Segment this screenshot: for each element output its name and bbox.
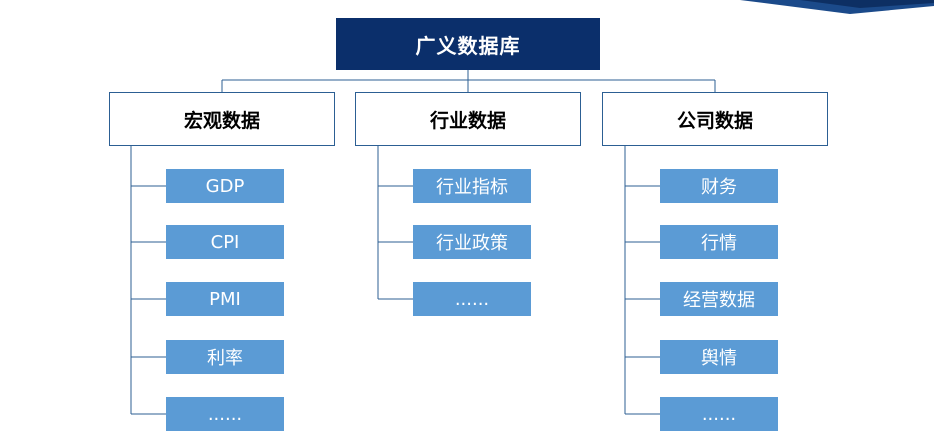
- category-company: 公司数据: [602, 92, 828, 146]
- category-industry: 行业数据: [355, 92, 581, 146]
- category-label: 行业数据: [429, 109, 506, 132]
- leaf-more-industry: ......: [413, 282, 531, 316]
- category-label: 宏观数据: [183, 109, 260, 132]
- leaf-pmi: PMI: [166, 282, 284, 316]
- leaf-industry-indicators: 行业指标: [413, 169, 531, 203]
- leaf-more-macro: ......: [166, 397, 284, 431]
- leaf-label: 行业政策: [436, 233, 508, 254]
- leaf-label: ......: [207, 403, 243, 425]
- leaf-more-company: ......: [660, 397, 778, 431]
- leaf-label: PMI: [209, 288, 241, 310]
- leaf-market-quotes: 行情: [660, 225, 778, 259]
- leaf-label: GDP: [205, 175, 245, 197]
- category-macro: 宏观数据: [109, 92, 335, 146]
- leaf-label: CPI: [210, 231, 240, 253]
- leaf-gdp: GDP: [166, 169, 284, 203]
- leaf-label: 利率: [207, 348, 243, 369]
- root-label: 广义数据库: [415, 33, 521, 58]
- leaf-label: 经营数据: [683, 290, 755, 311]
- leaf-label: ......: [454, 288, 490, 310]
- leaf-label: ......: [701, 403, 737, 425]
- leaf-label: 行业指标: [436, 177, 508, 198]
- leaf-cpi: CPI: [166, 225, 284, 259]
- leaf-interest-rate: 利率: [166, 340, 284, 374]
- leaf-label: 财务: [701, 177, 737, 198]
- leaf-public-sentiment: 舆情: [660, 340, 778, 374]
- leaf-label: 舆情: [701, 348, 737, 369]
- leaf-operating-data: 经营数据: [660, 282, 778, 316]
- root-node: 广义数据库: [336, 18, 600, 70]
- leaf-label: 行情: [701, 233, 737, 254]
- leaf-industry-policy: 行业政策: [413, 225, 531, 259]
- leaf-finance: 财务: [660, 169, 778, 203]
- category-label: 公司数据: [676, 109, 753, 132]
